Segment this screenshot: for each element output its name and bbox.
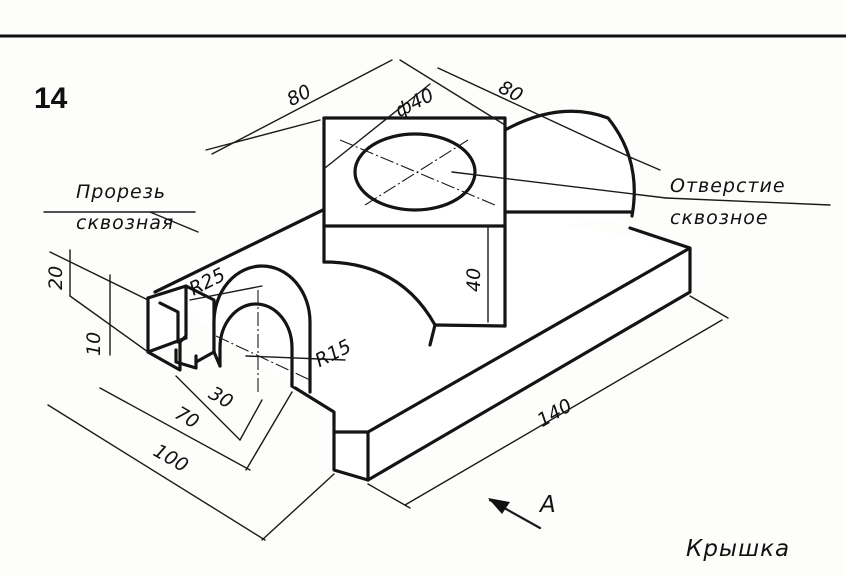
dim-base-height: 10 <box>83 332 105 356</box>
dim-boss-height: 40 <box>463 268 485 292</box>
hole-note-line2: сквозное <box>670 207 769 229</box>
slot-note-line1: Прорезь <box>76 181 166 203</box>
figure-caption: Крышка <box>686 536 790 562</box>
dimension-lines <box>43 59 831 541</box>
dim-top-width: 80 <box>283 80 315 111</box>
half-cylinder <box>212 264 312 394</box>
figure-number: 14 <box>34 82 68 115</box>
through-hole <box>353 132 477 212</box>
dim-top-depth: 80 <box>495 76 527 107</box>
dim-slot-height: 20 <box>45 266 67 290</box>
boss-block <box>322 109 636 347</box>
hole-note-line1: Отверстие <box>670 175 786 197</box>
dim-hole-diameter: ф40 <box>392 84 438 122</box>
view-label: A <box>538 492 557 518</box>
slot-note-line2: сквозная <box>76 212 174 234</box>
